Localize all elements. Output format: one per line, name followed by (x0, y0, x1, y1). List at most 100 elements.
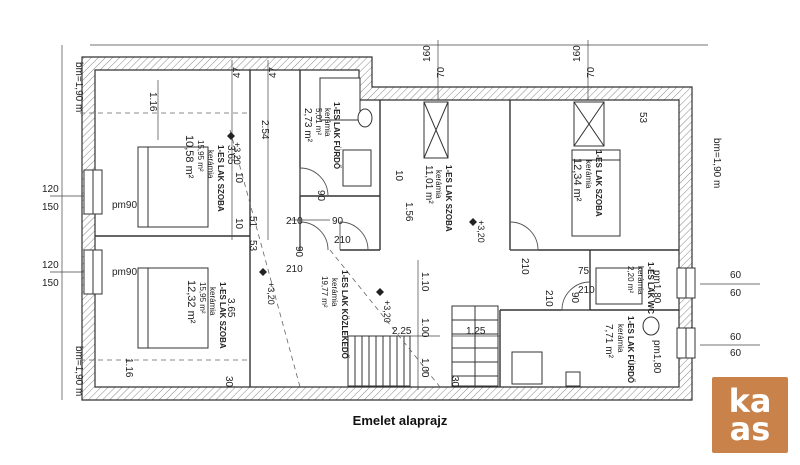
plan-labels: bm=1,90 m bm=1,90 m bm=1,90 m pm90 pm90 … (73, 62, 722, 396)
room-labels: 1-ES LAK SZOBA kerámia 15,95 m² 10,58 m²… (183, 102, 655, 383)
headroom-label: bm=1,90 m (711, 138, 722, 188)
dimension: 3.65 (225, 145, 236, 165)
dimension: 120 (42, 260, 59, 271)
dimension: 2.25 (392, 326, 412, 337)
dimension: 160 (572, 45, 583, 62)
parapet-label: pm1,80 (651, 340, 662, 374)
level-label: +3,20 (476, 220, 486, 243)
dimension: 210 (519, 258, 530, 275)
parapet-label: pm1,80 (651, 270, 662, 304)
dimension: 210 (286, 216, 303, 227)
dimension: 75 (578, 266, 590, 277)
windows (83, 169, 696, 359)
room-name: 1-ES LAK SZOBA (216, 145, 225, 212)
dimension: 3.65 (225, 298, 236, 318)
level-marker-icon (227, 132, 235, 140)
outer-walls (81, 56, 693, 401)
room-floor: kerámia (323, 108, 332, 137)
room-floor: kerámia (434, 170, 443, 199)
room-name: 1-ES LAK SZOBA (218, 282, 227, 349)
parapet-label: pm90 (112, 200, 137, 211)
headroom-label: bm=1,90 m (73, 62, 84, 112)
parapet-label: pm90 (112, 267, 137, 278)
dimension: 60 (730, 332, 742, 343)
room-area: 12,34 m² (571, 158, 583, 202)
room-name: 1-ES LAK KÖZLEKEDŐ (340, 270, 349, 359)
level-label: +3,20 (382, 300, 392, 323)
room-area: 5,01 m² (314, 108, 323, 135)
dimension: 210 (578, 285, 595, 296)
door-swings (299, 167, 591, 311)
dimension: 1.25 (466, 326, 486, 337)
plan-caption: Emelet alaprajz (352, 413, 448, 428)
dimension: 30 (223, 376, 234, 388)
level-marker-icon (376, 288, 384, 296)
room-area: 19,77 m² (320, 276, 329, 308)
dimension: 47 (268, 66, 279, 78)
room-area: 10,58 m² (183, 135, 195, 179)
dimension: 1.16 (123, 358, 134, 378)
dimension: 90 (315, 190, 326, 202)
room-area: 15,95 m² (198, 282, 207, 314)
headroom-label: bm=1,90 m (73, 346, 84, 396)
room-floor: kerámia (208, 287, 217, 316)
level-markers (227, 132, 477, 296)
roof-windows (423, 101, 605, 159)
dimension: 210 (334, 235, 351, 246)
room-floor: kerámia (616, 324, 625, 353)
dimension: 2.54 (259, 120, 270, 140)
dimension: 90 (293, 246, 304, 258)
room-area: 2,73 m² (302, 108, 313, 143)
room-name: 1-ES LAK FÜRDŐ (332, 102, 341, 169)
dimension: 150 (42, 202, 59, 213)
brand-logo: kaas (712, 377, 788, 453)
slope-lines (80, 112, 441, 388)
room-area: 15,95 m² (196, 140, 205, 172)
room-floor: kerámia (584, 160, 593, 189)
dimension: 10 (233, 172, 244, 184)
dimension: 60 (730, 288, 742, 299)
dimension: 90 (332, 216, 344, 227)
level-marker-icon (259, 268, 267, 276)
room-floor: kerámia (636, 266, 645, 295)
room-name: 1-ES LAK WC (646, 262, 655, 314)
dimension: 150 (42, 278, 59, 289)
staircase (347, 305, 499, 387)
dimension: 53 (247, 240, 258, 252)
dimension: 210 (543, 290, 554, 307)
dimension: 1.00 (419, 358, 430, 378)
dimension: 60 (730, 348, 742, 359)
dimension: 120 (42, 184, 59, 195)
dimension: 70 (586, 66, 597, 78)
dimension-texts: 160 70 160 70 47 47 1.16 2.54 53 3.65 3.… (42, 45, 742, 388)
dimension: 30 (449, 376, 460, 388)
room-area: 2,20 m² (626, 266, 635, 293)
dimension: 10 (233, 218, 244, 230)
dimension: 51 (247, 216, 258, 228)
level-label: +3,20 (232, 142, 242, 165)
room-name: 1-ES LAK SZOBA (444, 165, 453, 232)
level-marker-icon (469, 218, 477, 226)
dimension: 210 (286, 264, 303, 275)
room-area: 12,32 m² (185, 280, 197, 324)
dimension-lines (50, 40, 760, 400)
room-name: 1-ES LAK SZOBA (594, 150, 603, 217)
dimension: 53 (637, 112, 648, 124)
dimension: 1.10 (419, 272, 430, 292)
room-floor: kerámia (206, 150, 215, 179)
logo-text: kaas (728, 382, 772, 448)
room-area: 11,01 m² (423, 165, 434, 204)
level-label: +3,20 (266, 282, 276, 305)
bed-furniture (137, 146, 621, 349)
dimension: 70 (436, 66, 447, 78)
dimension: 1.16 (147, 92, 158, 112)
dimension: 90 (569, 292, 580, 304)
room-area: 7,71 m² (603, 324, 614, 359)
dimension: 1.00 (419, 318, 430, 338)
dimension: 10 (393, 170, 404, 182)
bathroom-fixtures (319, 77, 660, 387)
room-floor: kerámia (330, 278, 339, 307)
room-name: 1-ES LAK FÜRDŐ (626, 316, 635, 383)
dimension: 47 (232, 66, 243, 78)
